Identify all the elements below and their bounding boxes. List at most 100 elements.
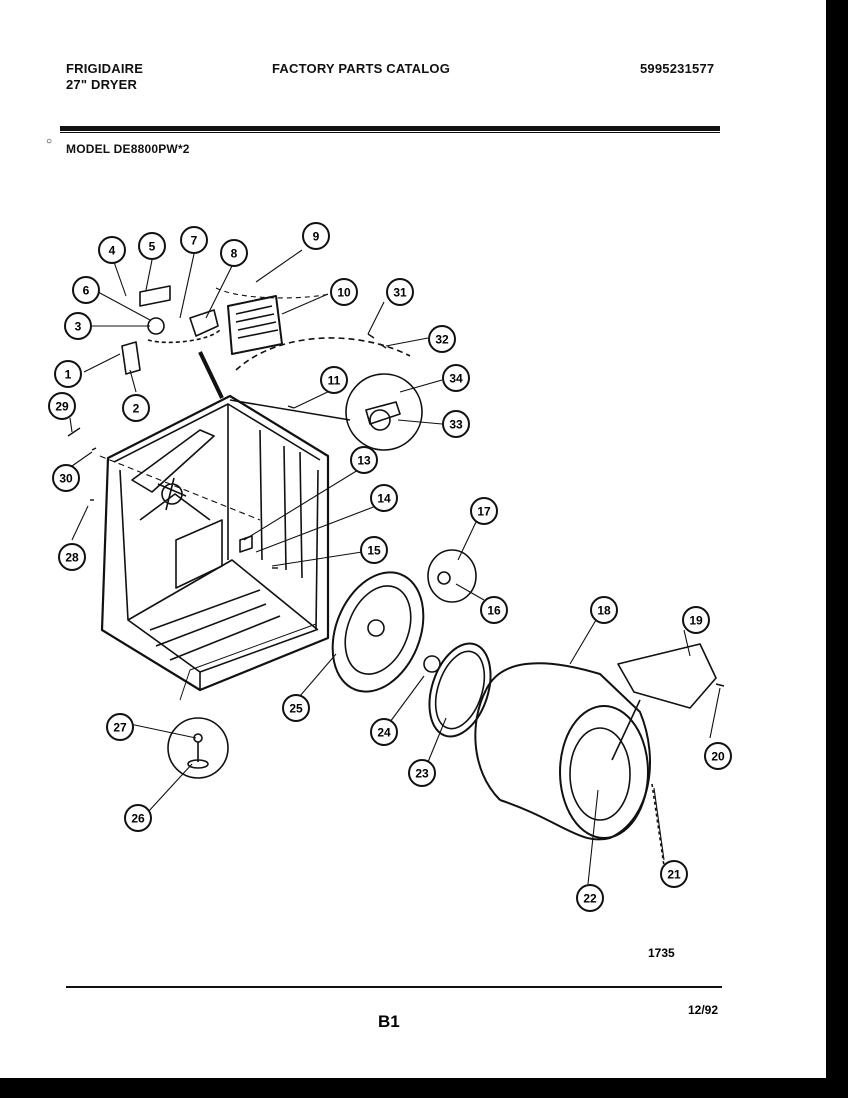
callout-number: 32 xyxy=(435,333,449,347)
callout-25: 25 xyxy=(282,694,310,722)
callout-circle xyxy=(386,278,414,306)
callout-10: 10 xyxy=(330,278,358,306)
callout-circle xyxy=(704,742,732,770)
callout-29: 29 xyxy=(48,392,76,420)
top-control-parts xyxy=(121,285,283,399)
revision-date: 12/92 xyxy=(688,1003,719,1017)
catalog-title: FACTORY PARTS CATALOG xyxy=(272,61,451,76)
callout-circle xyxy=(302,222,330,250)
callout-circle xyxy=(470,497,498,525)
brand-block: FRIGIDAIRE 27" DRYER xyxy=(66,61,143,93)
callout-number: 6 xyxy=(83,284,90,298)
callout-number: 22 xyxy=(583,892,597,906)
margin-mark: ○ xyxy=(46,136,53,147)
callout-circle xyxy=(124,804,152,832)
callout-circle xyxy=(180,226,208,254)
callout-circle xyxy=(72,276,100,304)
callout-30: 30 xyxy=(52,464,80,492)
callout-number: 4 xyxy=(109,244,116,258)
callout-number: 27 xyxy=(113,721,127,735)
leveling-foot xyxy=(167,717,229,779)
thermostat-assembly xyxy=(229,337,423,451)
callout-28: 28 xyxy=(58,543,86,571)
callout-5: 5 xyxy=(138,232,166,260)
callout-2: 2 xyxy=(122,394,150,422)
callout-18: 18 xyxy=(590,596,618,624)
callout-number: 24 xyxy=(377,726,391,740)
callout-number: 11 xyxy=(328,374,341,388)
callout-number: 16 xyxy=(487,604,501,618)
callout-circle xyxy=(330,278,358,306)
callout-circle xyxy=(138,232,166,260)
footer-rule xyxy=(66,986,722,988)
callout-number: 33 xyxy=(449,418,463,432)
callout-17: 17 xyxy=(470,497,498,525)
callout-number: 20 xyxy=(711,750,725,764)
callout-15: 15 xyxy=(360,536,388,564)
callout-circle xyxy=(58,543,86,571)
callout-number: 15 xyxy=(367,544,381,558)
callout-circle xyxy=(660,860,688,888)
callout-number: 29 xyxy=(55,400,69,414)
callout-circle xyxy=(408,759,436,787)
callout-number: 19 xyxy=(689,614,703,628)
callout-9: 9 xyxy=(302,222,330,250)
callout-26: 26 xyxy=(124,804,152,832)
callout-number: 2 xyxy=(133,402,140,416)
page-code: B1 xyxy=(378,1012,400,1031)
callout-number: 30 xyxy=(59,472,73,486)
catalog-page: FRIGIDAIRE 27" DRYER FACTORY PARTS CATAL… xyxy=(0,0,826,1078)
diagram-number: 1735 xyxy=(648,946,675,960)
callout-number: 34 xyxy=(449,372,463,386)
callout-3: 3 xyxy=(64,312,92,340)
drum-parts xyxy=(331,549,725,867)
header-rule-thin xyxy=(60,132,720,133)
callout-number: 1 xyxy=(65,368,72,382)
callout-circle xyxy=(52,464,80,492)
callout-24: 24 xyxy=(370,718,398,746)
callout-circle xyxy=(98,236,126,264)
callout-circle xyxy=(360,536,388,564)
callout-32: 32 xyxy=(428,325,456,353)
callout-number: 25 xyxy=(289,702,303,716)
callout-number: 28 xyxy=(65,551,79,565)
dryer-cabinet xyxy=(100,394,330,701)
callout-34: 34 xyxy=(442,364,470,392)
callout-number: 9 xyxy=(313,230,320,244)
callout-circle xyxy=(220,239,248,267)
callout-number: 8 xyxy=(231,247,238,261)
callout-6: 6 xyxy=(72,276,100,304)
header-rule xyxy=(60,126,720,131)
exploded-parts-diagram: 1234567891011131415161718192021222324252… xyxy=(48,222,732,912)
callout-number: 17 xyxy=(477,505,491,519)
callout-21: 21 xyxy=(660,860,688,888)
callout-circle xyxy=(282,694,310,722)
callout-22: 22 xyxy=(576,884,604,912)
callout-14: 14 xyxy=(370,484,398,512)
catalog-number: 5995231577 xyxy=(640,61,715,76)
callout-circle xyxy=(122,394,150,422)
callout-circle xyxy=(370,718,398,746)
callout-27: 27 xyxy=(106,713,134,741)
callout-circle xyxy=(480,596,508,624)
callout-circle xyxy=(350,446,378,474)
callout-20: 20 xyxy=(704,742,732,770)
callout-19: 19 xyxy=(682,606,710,634)
callout-4: 4 xyxy=(98,236,126,264)
product-name: 27" DRYER xyxy=(66,77,138,92)
callout-circle xyxy=(590,596,618,624)
callout-circle xyxy=(442,364,470,392)
callout-number: 14 xyxy=(377,492,391,506)
callout-11: 11 xyxy=(320,366,348,394)
callout-circle xyxy=(64,312,92,340)
screws xyxy=(67,333,387,569)
callout-1: 1 xyxy=(54,360,82,388)
callout-number: 5 xyxy=(149,240,156,254)
callout-circle xyxy=(106,713,134,741)
callout-number: 13 xyxy=(357,454,371,468)
callout-circle xyxy=(54,360,82,388)
callout-23: 23 xyxy=(408,759,436,787)
callout-7: 7 xyxy=(180,226,208,254)
leader-lines xyxy=(69,249,721,885)
